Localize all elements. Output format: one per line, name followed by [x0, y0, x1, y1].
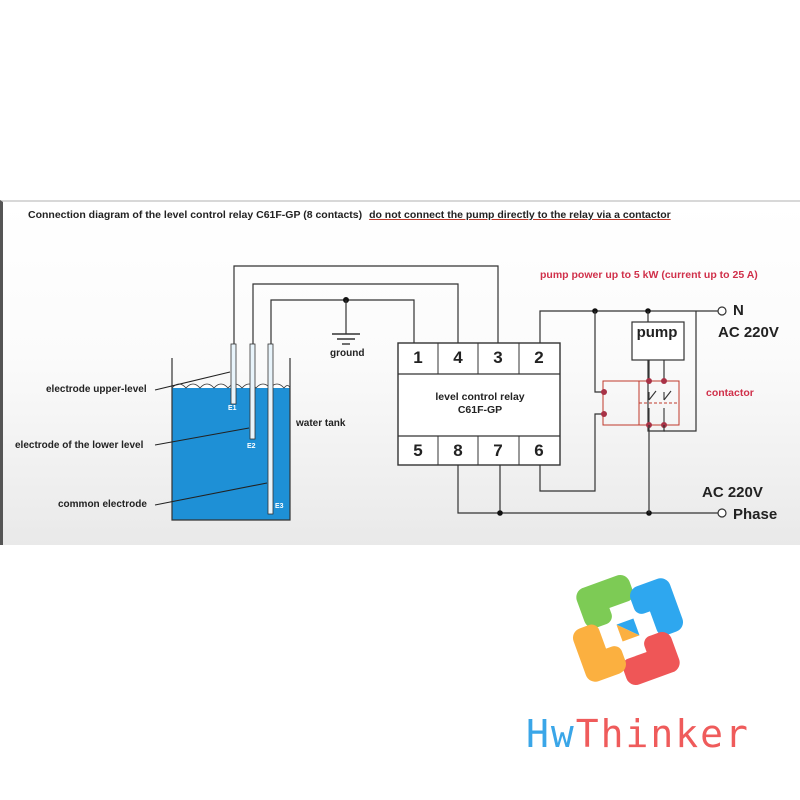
- tag-e3: E3: [275, 503, 284, 510]
- electrode-e3: [267, 343, 274, 515]
- relay-label-line1: level control relay: [435, 391, 525, 403]
- title-main: Connection diagram of the level control …: [28, 209, 363, 221]
- pump-box: [631, 321, 685, 361]
- contactor: [601, 378, 680, 428]
- brand-logo-icon: [573, 575, 683, 685]
- pin-6: 6: [534, 441, 544, 460]
- label-water-tank: water tank: [296, 418, 346, 429]
- pin-4: 4: [453, 348, 463, 367]
- relay-body: [397, 342, 561, 466]
- neutral-label: N: [733, 302, 744, 319]
- pin-3: 3: [493, 348, 503, 367]
- brand-part1: Hw: [526, 712, 576, 756]
- label-electrode-common: common electrode: [58, 499, 147, 510]
- pin-1: 1: [413, 348, 423, 367]
- relay-label-line2: C61F-GP: [457, 404, 503, 416]
- brand-part2: Thinker: [575, 712, 750, 756]
- pump-label: pump: [636, 324, 678, 341]
- tank-walls: [171, 358, 291, 521]
- electrode-e1: [230, 343, 237, 405]
- phase-voltage: AC 220V: [702, 484, 763, 501]
- brand-wordmark: HwThinker: [526, 712, 750, 756]
- pin-8: 8: [453, 441, 463, 460]
- label-ground: ground: [330, 348, 365, 359]
- phase-label: Phase: [733, 506, 778, 523]
- pump-power-note: pump power up to 5 kW (current up to 25 …: [540, 269, 758, 281]
- diagram-title: Connection diagram of the level control …: [28, 209, 671, 221]
- pin-7: 7: [493, 441, 503, 460]
- contactor-label: contactor: [706, 387, 754, 399]
- relay-label: level control relay C61F-GP: [400, 391, 560, 417]
- label-electrode-lower: electrode of the lower level: [15, 440, 144, 451]
- tag-e1: E1: [228, 405, 237, 412]
- pin-5: 5: [413, 441, 423, 460]
- neutral-voltage: AC 220V: [718, 324, 779, 341]
- label-electrode-upper: electrode upper-level: [46, 384, 147, 395]
- title-warning: do not connect the pump directly to the …: [369, 209, 671, 221]
- tag-e2: E2: [247, 443, 256, 450]
- electrode-e2: [249, 343, 256, 440]
- pin-2: 2: [534, 348, 544, 367]
